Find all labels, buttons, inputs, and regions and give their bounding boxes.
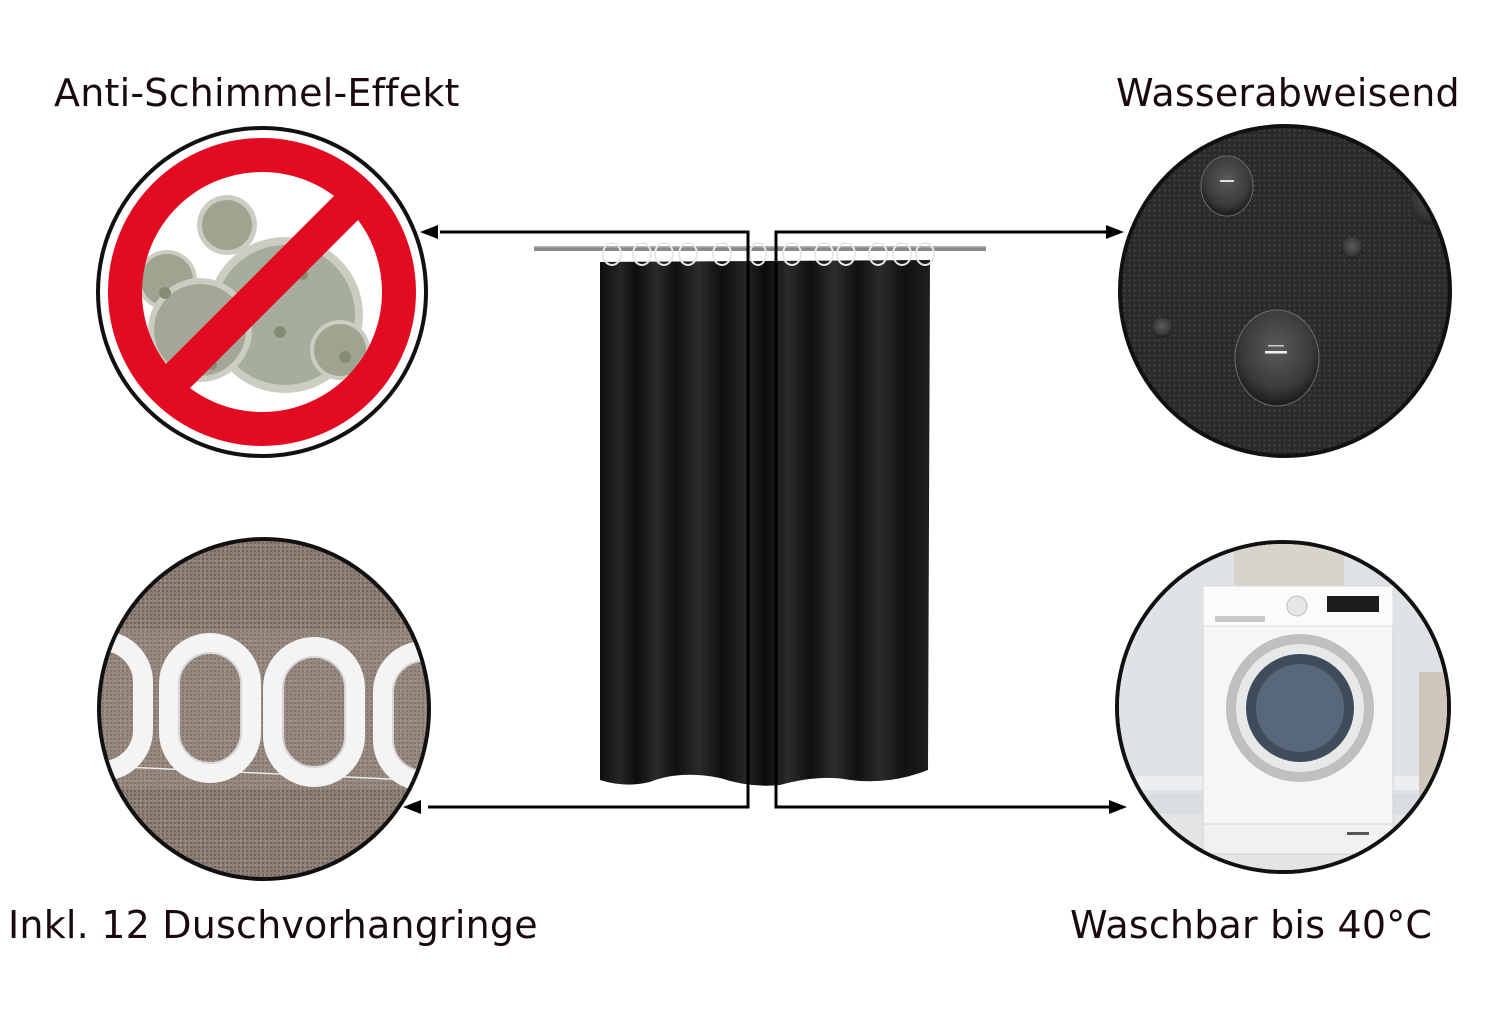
arrow-right-top-icon	[1106, 225, 1124, 239]
no-mold-icon	[95, 125, 429, 459]
washing-machine-image	[1115, 540, 1451, 874]
water-droplets-fabric-image	[1118, 124, 1452, 458]
shower-curtain-product-image	[530, 240, 990, 790]
shower-curtain-rings-image	[97, 537, 431, 881]
arrow-left-bottom-icon	[403, 800, 421, 814]
feature-label-rings-included: Inkl. 12 Duschvorhangringe	[8, 903, 538, 947]
arrow-right-bottom-icon	[1109, 800, 1127, 814]
feature-label-anti-mold: Anti-Schimmel-Effekt	[54, 71, 460, 115]
feature-label-water-repellent: Wasserabweisend	[1116, 71, 1460, 115]
feature-label-washable: Waschbar bis 40°C	[1070, 903, 1433, 947]
arrow-left-top-icon	[420, 225, 438, 239]
